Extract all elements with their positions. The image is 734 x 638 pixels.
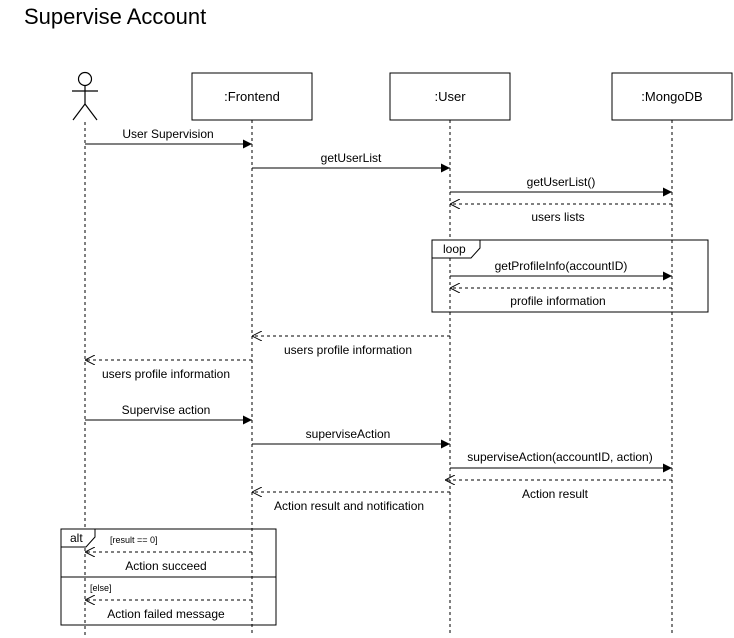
message-label: getUserList() [527,175,596,189]
participant-mongodb: :MongoDB [611,72,733,121]
return-action-failed-message: Action failed message [85,600,252,621]
message-label: Action result and notification [274,499,424,513]
participant-frontend-label: :Frontend [224,89,280,104]
message-get-user-list-db: getUserList() [450,175,672,197]
message-label: users lists [531,210,584,224]
alt-fragment: alt [result == 0] [else] [60,528,277,626]
page-title: Supervise Account [24,4,207,29]
loop-fragment: loop [431,239,709,313]
alt-guard-success: [result == 0] [110,535,158,545]
return-users-profile-information-actor: users profile information [85,360,252,381]
message-label: User Supervision [122,127,213,141]
message-label: Action result [522,487,589,501]
message-label: Supervise action [122,403,211,417]
participant-user-label: :User [434,89,466,104]
message-supervise-action: Supervise action [85,403,252,425]
message-label: users profile information [102,367,230,381]
return-profile-information: profile information [450,288,672,308]
message-label: superviseAction [306,427,391,441]
message-label: users profile information [284,343,412,357]
message-label: getProfileInfo(accountID) [495,259,628,273]
message-user-supervision: User Supervision [85,127,252,149]
return-action-succeed: Action succeed [85,552,252,573]
message-label: getUserList [321,151,382,165]
message-get-user-list: getUserList [252,151,450,173]
message-get-profile-info: getProfileInfo(accountID) [450,259,672,281]
message-supervise-action-user: superviseAction [252,427,450,449]
message-label: Action failed message [107,607,225,621]
message-supervise-action-db: superviseAction(accountID, action) [450,450,672,473]
return-action-result: Action result [445,480,672,501]
alt-label: alt [70,531,83,545]
loop-label: loop [443,242,466,256]
message-label: superviseAction(accountID, action) [467,450,652,464]
participant-frontend: :Frontend [191,72,313,121]
participant-mongodb-label: :MongoDB [641,89,702,104]
actor-user-icon [72,71,98,121]
message-label: profile information [510,294,605,308]
alt-guard-else: [else] [90,583,112,593]
return-users-lists: users lists [450,204,672,224]
return-users-profile-information-frontend: users profile information [252,336,450,357]
return-action-result-notification: Action result and notification [252,492,450,513]
message-label: Action succeed [125,559,206,573]
participant-user: :User [389,72,511,121]
